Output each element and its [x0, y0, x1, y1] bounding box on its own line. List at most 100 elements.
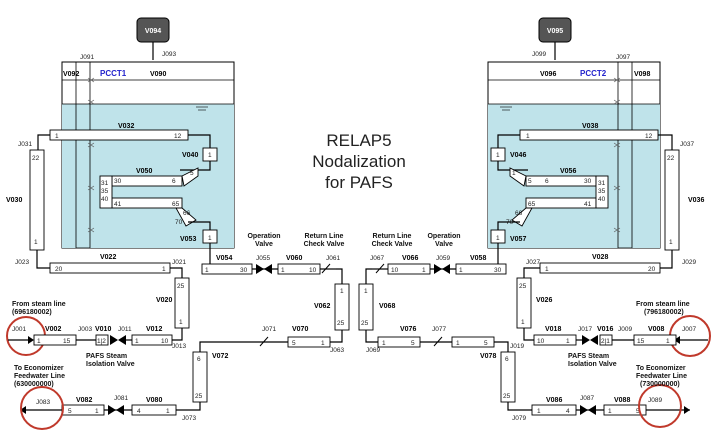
v026-first: 25	[519, 283, 527, 290]
v086-first: 1	[537, 408, 541, 415]
v028-last: 20	[648, 266, 656, 273]
v054-last: 30	[240, 267, 248, 274]
v094-box	[136, 17, 170, 43]
j093-label: J093	[162, 51, 176, 58]
right-steam-label-2: (796180002)	[644, 309, 684, 316]
v054-first: 1	[205, 267, 209, 274]
right-check-valve-line-2: Check Valve	[372, 241, 413, 248]
left-check-valve-line-2: Check Valve	[304, 241, 345, 248]
v058-first: 1	[459, 267, 463, 274]
v018-first: 10	[537, 338, 545, 345]
v050-node-40: 40	[101, 196, 109, 203]
v050-upper-bend	[181, 167, 199, 187]
v072-last: 25	[195, 393, 203, 400]
v056-node-6: 6	[545, 178, 549, 185]
v098-column	[617, 61, 633, 249]
v095-box	[538, 17, 572, 43]
v058-last: 30	[494, 267, 502, 274]
v036-column	[664, 149, 680, 251]
pcct2-group: V095 J099 PCCT2 V096 V098 J097 V038 1 12…	[358, 17, 711, 428]
v056-node-40: 40	[598, 196, 606, 203]
left-isolation-valve-a	[110, 335, 118, 345]
v016-node: 2|1	[601, 338, 610, 345]
v053-node: 1	[208, 235, 212, 242]
v056-node-35: 35	[598, 188, 606, 195]
v076-first: 1	[382, 340, 386, 347]
diagram-title: RELAP5 Nodalization for PAFS	[312, 131, 406, 192]
v053-label: V053	[180, 236, 196, 243]
v022-label: V022	[100, 254, 116, 261]
j071-label: J071	[262, 326, 276, 333]
v056-node-41: 41	[584, 201, 592, 208]
v012-label: V012	[146, 326, 162, 333]
v082-first: 5	[68, 408, 72, 415]
j099-label: J099	[532, 51, 546, 58]
j081-label: J081	[114, 395, 128, 402]
j083-label: J083	[36, 399, 50, 406]
v078-top-last: 5	[484, 340, 488, 347]
v008-last: 1	[666, 338, 670, 345]
j063-label: J063	[330, 347, 344, 354]
j077-check-mark	[433, 336, 443, 347]
v082-last: 1	[95, 408, 99, 415]
title-line-1: RELAP5	[326, 131, 391, 150]
right-isolation-label-2: Isolation Valve	[568, 361, 617, 368]
j013-label: J013	[172, 343, 186, 350]
v028-pipe	[539, 262, 661, 274]
v026-last: 1	[521, 319, 525, 326]
j019-label: J019	[510, 343, 524, 350]
j089-label: J089	[648, 397, 662, 404]
right-feed-label-3: (730000000)	[640, 381, 680, 388]
j011-label: J011	[118, 326, 132, 333]
v040-label: V040	[182, 152, 198, 159]
v022-last: 1	[162, 266, 166, 273]
v054-label: V054	[216, 255, 232, 262]
j021-label: J021	[172, 259, 186, 266]
right-feed-valve-a	[580, 405, 588, 415]
v056-node-66: 66	[515, 210, 523, 217]
j073-label: J073	[182, 415, 196, 422]
left-feed-valve-b	[116, 405, 124, 415]
v012-first: 1	[135, 338, 139, 345]
v008-first: 15	[637, 338, 645, 345]
v038-first: 1	[526, 133, 530, 140]
v066-last: 1	[422, 267, 426, 274]
v057-label: V057	[510, 236, 526, 243]
v032-first: 1	[55, 133, 59, 140]
left-isolation-label-1: PAFS Steam	[86, 353, 127, 360]
v070-last: 1	[321, 340, 325, 347]
j097-label: J097	[616, 54, 630, 61]
v092-label: V092	[63, 71, 79, 78]
j087-label: J087	[580, 395, 594, 402]
v050-label: V050	[136, 168, 152, 175]
v002-first: 1	[37, 338, 41, 345]
j001-label: J001	[12, 326, 26, 333]
v070-first: 5	[292, 340, 296, 347]
v018-label: V018	[545, 326, 561, 333]
v076-label: V076	[400, 326, 416, 333]
v068-label: V068	[379, 303, 395, 310]
v082-label: V082	[76, 397, 92, 404]
right-isolation-valve-b	[590, 335, 598, 345]
v072-label: V072	[212, 353, 228, 360]
pcct2-label: PCCT2	[580, 69, 607, 78]
v030-label: V030	[6, 197, 22, 204]
j007-label: J007	[682, 326, 696, 333]
v050-left-turn	[99, 175, 113, 209]
v096-label: V096	[540, 71, 556, 78]
v050-node-6: 6	[172, 178, 176, 185]
title-line-2: Nodalization	[312, 152, 406, 171]
j055-label: J055	[256, 255, 270, 262]
v002-label: V002	[45, 326, 61, 333]
v028-first: 1	[545, 266, 549, 273]
v057-node: 1	[496, 235, 500, 242]
v032-pipe	[49, 129, 189, 141]
right-op-valve-word-1: Operation	[427, 233, 460, 240]
j003-label: J003	[78, 326, 92, 333]
j091-label: J091	[80, 54, 94, 61]
j083-highlight-circle	[20, 386, 64, 430]
v068-first: 1	[364, 288, 368, 295]
v050-node-66: 66	[183, 210, 191, 217]
v088-label: V088	[614, 397, 630, 404]
